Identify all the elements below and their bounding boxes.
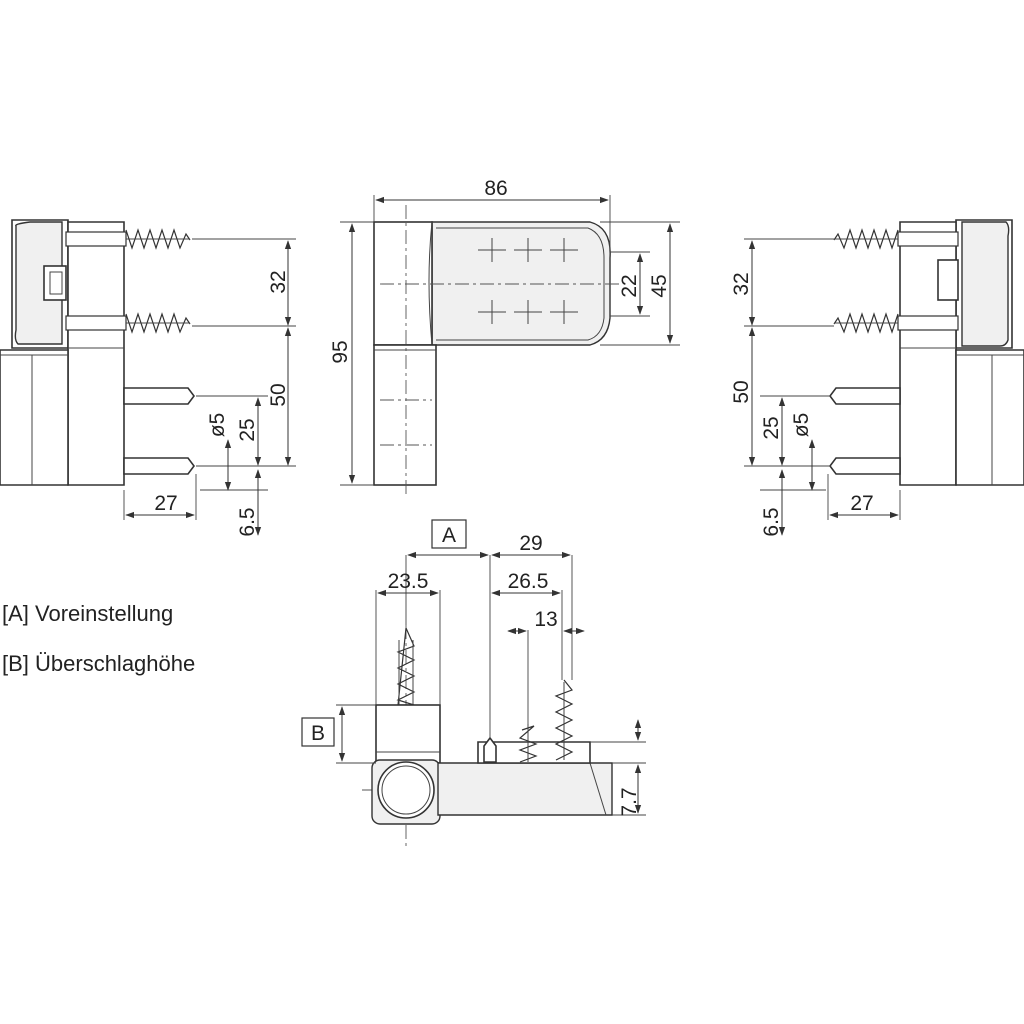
plan-screw-short (518, 724, 538, 763)
plan-view: A B 29 23.5 26.5 13 7.7 (301, 519, 646, 850)
front-dim-45: 45 (648, 274, 671, 297)
front-knuckle-lower (373, 344, 437, 486)
left-hinge-knuckle (14, 221, 63, 345)
right-dim-27: 27 (850, 492, 873, 515)
left-dim-diameter: ø5 (206, 413, 229, 438)
plan-barrel (377, 761, 435, 819)
right-lower-barrel (955, 349, 1024, 486)
plan-dim-13: 13 (534, 608, 557, 631)
front-view: 86 95 22 45 (329, 177, 680, 498)
left-screw-bottom (65, 312, 191, 334)
left-dim-50: 50 (267, 383, 290, 406)
front-hinge-leaf (431, 221, 611, 346)
left-lower-barrel (0, 349, 69, 486)
plan-screw-long (554, 679, 574, 761)
right-dim-32: 32 (730, 272, 753, 295)
right-dim-diameter: ø5 (790, 413, 813, 438)
front-knuckle-upper (373, 221, 433, 346)
left-dim-25: 25 (236, 418, 259, 441)
left-side-view: 32 50 25 ø5 6.5 27 (0, 219, 296, 537)
plan-dim-23-5: 23.5 (388, 570, 429, 593)
left-dowel-bottom (123, 457, 195, 475)
front-dim-22: 22 (618, 274, 641, 297)
right-dim-6-5: 6.5 (760, 507, 783, 536)
right-screw-top (833, 228, 959, 250)
left-adjuster (43, 265, 67, 301)
plan-knuckle-block (375, 704, 441, 764)
front-dim-95: 95 (329, 340, 352, 363)
label-b: B (311, 722, 325, 745)
plan-dim-29: 29 (519, 532, 542, 555)
legend: [A] Voreinstellung [B] Überschlaghöhe (2, 601, 195, 676)
left-dowel-top (123, 387, 195, 405)
right-side-view: 32 50 25 ø5 6.5 27 (730, 219, 1024, 537)
right-dowel-bottom (829, 457, 901, 475)
legend-item-a: [A] Voreinstellung (2, 601, 173, 626)
left-screw-top (65, 228, 191, 250)
right-adjuster (937, 259, 959, 301)
right-dim-50: 50 (730, 380, 753, 403)
front-dim-86: 86 (484, 177, 507, 200)
label-a: A (442, 524, 456, 547)
left-dim-6-5: 6.5 (236, 507, 259, 536)
right-screw-bottom (833, 312, 959, 334)
right-dim-25: 25 (760, 416, 783, 439)
label-box-b (301, 717, 335, 747)
plan-dim-7-7: 7.7 (618, 787, 641, 816)
plan-dowel (483, 736, 497, 763)
right-hinge-knuckle (961, 221, 1010, 347)
right-dowel-top (829, 387, 901, 405)
left-dim-27: 27 (154, 492, 177, 515)
left-mounting-plate (67, 221, 125, 486)
plan-plate (437, 762, 613, 816)
label-box-a (431, 519, 467, 549)
legend-item-b: [B] Überschlaghöhe (2, 651, 195, 676)
plan-dim-26-5: 26.5 (508, 570, 549, 593)
left-dim-32: 32 (267, 270, 290, 293)
